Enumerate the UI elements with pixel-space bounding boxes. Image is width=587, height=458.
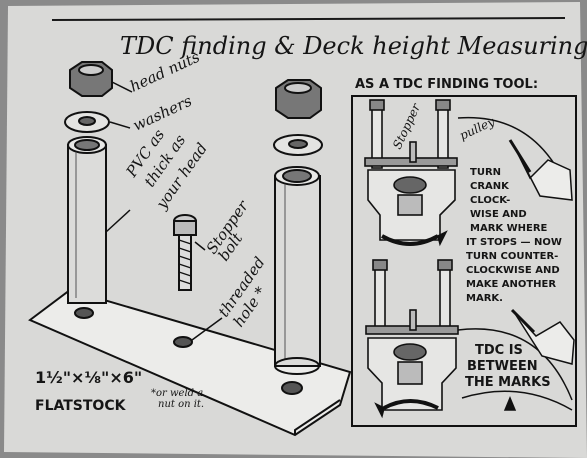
instruction-line-9: MAKE ANOTHER [466, 279, 556, 290]
washer-right [273, 134, 323, 156]
arrow-to-hole [191, 317, 223, 341]
instruction-text: TURN CRANK CLOCK- WISE AND MARK WHERE IT… [466, 167, 562, 304]
arrow-to-nut [111, 81, 133, 93]
instruction-line-4: WISE AND [470, 209, 527, 220]
instruction-line-7: TURN COUNTER- [466, 251, 558, 262]
top-rule [51, 17, 566, 21]
stopper-bolt [173, 214, 197, 291]
pvc-tube-left [67, 136, 107, 304]
result-text: TDC IS BETWEEN THE MARKS [465, 343, 551, 390]
label-flatstock: FLATSTOCK [35, 398, 127, 414]
threaded-hole [173, 336, 193, 348]
bolt-hole-right [281, 381, 303, 395]
result-line-2: BETWEEN [467, 359, 538, 374]
result-line-1: TDC IS [475, 343, 523, 358]
label-size: 1½"×⅛"×6" [35, 368, 142, 387]
engine-sketch-lower [365, 259, 459, 419]
instruction-line-10: MARK. [466, 293, 503, 304]
arrow-to-washer [109, 121, 131, 129]
instruction-line-6: IT STOPS — NOW [466, 237, 562, 248]
panel-heading: AS A TDC FINDING TOOL: [355, 77, 538, 92]
instruction-line-2: CRANK [470, 181, 510, 192]
result-line-3: THE MARKS [465, 375, 551, 390]
instruction-line-1: TURN [470, 167, 501, 178]
head-nut-left [69, 61, 113, 97]
flat-stock-plate [28, 288, 352, 437]
page-title: TDC finding & Deck height Measuring Tool [120, 32, 587, 60]
tdc-panel: AS A TDC FINDING TOOL: [351, 77, 577, 427]
bolt-hole-left [74, 307, 94, 319]
tool-drawing [28, 61, 352, 437]
hand-with-marker-upper [508, 139, 573, 201]
instruction-line-5: MARK WHERE [470, 223, 548, 234]
head-nut-right [275, 79, 322, 119]
footnote-2: nut on it. [158, 399, 204, 410]
instruction-line-3: CLOCK- [470, 195, 510, 206]
footnote-1: *or weld a [151, 388, 203, 399]
washer-left [64, 111, 110, 133]
hand-with-marker-lower [510, 308, 575, 365]
arrow-to-pvc [105, 209, 131, 233]
instruction-line-8: CLOCKWISE AND [466, 265, 560, 276]
engine-sketch-upper [364, 99, 458, 247]
pvc-tube-right [274, 166, 321, 375]
arrow-to-bolt [194, 241, 206, 251]
pulley-sketch [457, 116, 573, 411]
